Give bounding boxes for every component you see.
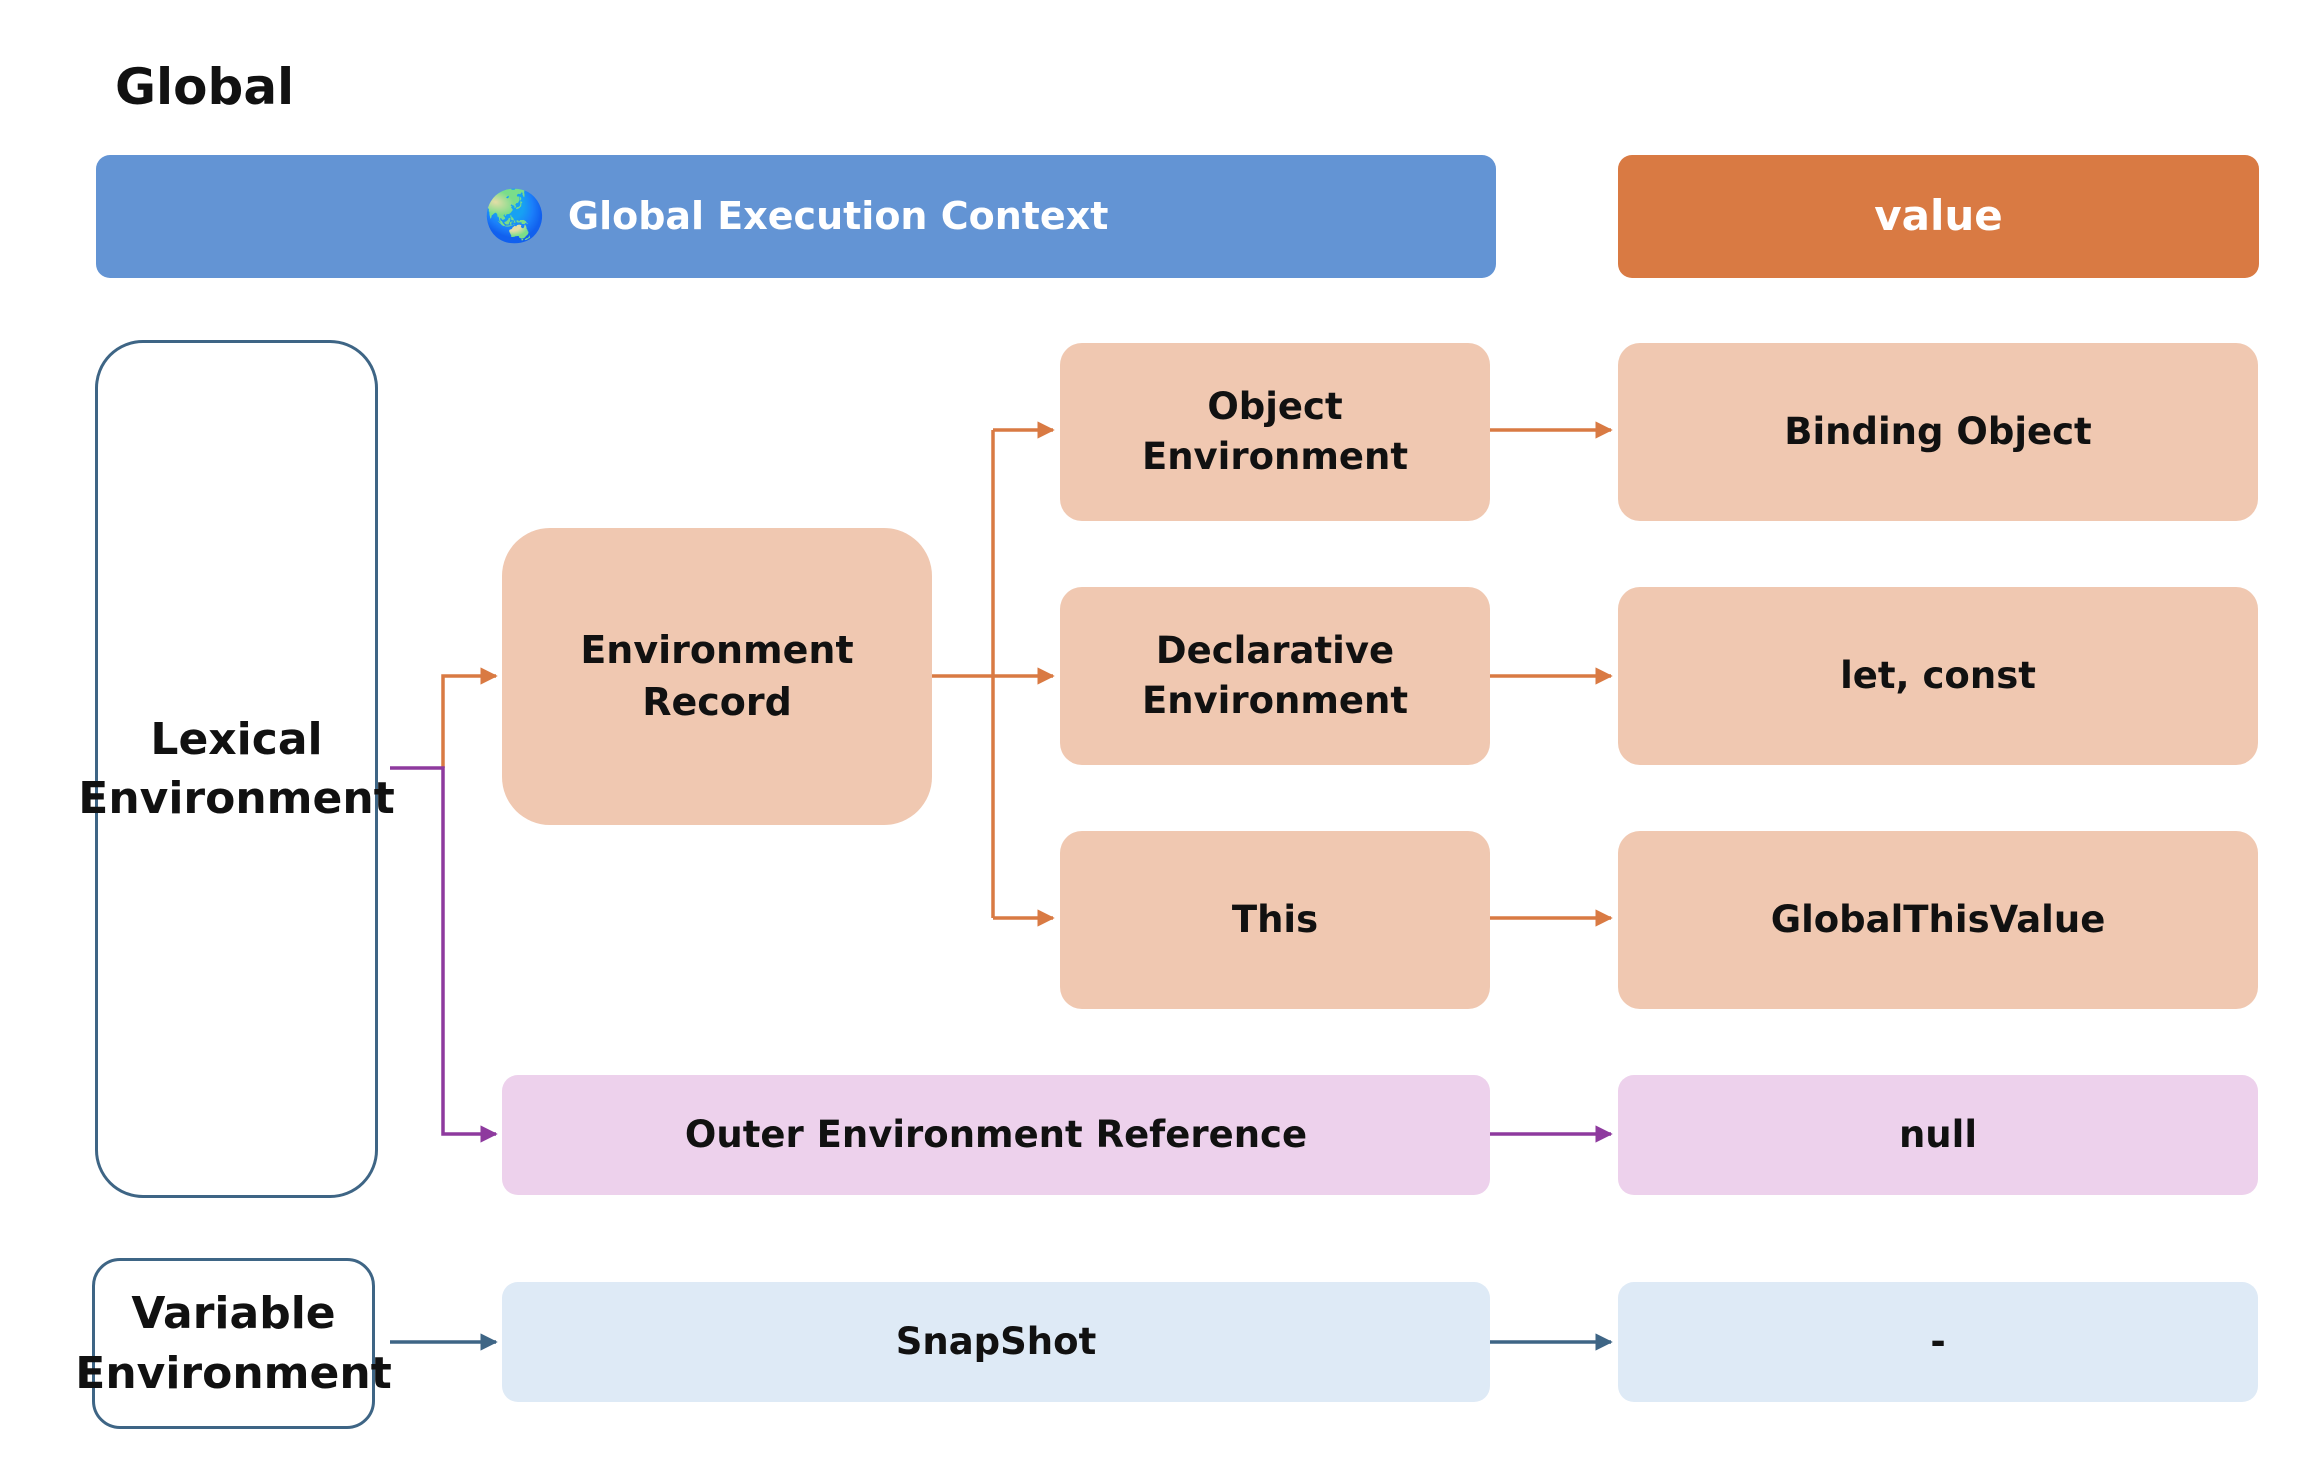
declarative-environment-box: Declarative Environment — [1060, 587, 1490, 765]
null-value-box: null — [1618, 1075, 2258, 1195]
outer-environment-reference-label: Outer Environment Reference — [684, 1113, 1308, 1157]
global-this-value-box: GlobalThisValue — [1618, 831, 2258, 1009]
declarative-environment-label-line1: Declarative — [1155, 629, 1395, 673]
global-this-value-label: GlobalThisValue — [1770, 898, 2106, 942]
variable-environment-label-line2: Environment — [75, 1347, 392, 1399]
this-box: This — [1060, 831, 1490, 1009]
variable-environment-box: Variable Environment — [75, 1258, 392, 1429]
let-const-label: let, const — [1840, 654, 2036, 698]
lexical-environment-label-line1: Lexical — [150, 713, 323, 765]
page-title: Global — [115, 58, 295, 116]
variable-environment-label-line1: Variable — [131, 1288, 336, 1340]
snapshot-label: SnapShot — [895, 1320, 1097, 1364]
global-execution-context-label: Global Execution Context — [567, 193, 1109, 238]
snapshot-box: SnapShot — [502, 1282, 1490, 1402]
value-header: value — [1618, 155, 2259, 278]
binding-object-label: Binding Object — [1784, 410, 2092, 454]
environment-record-box: Environment Record — [502, 528, 932, 825]
value-header-label: value — [1874, 191, 2003, 241]
dash-value-box: - — [1618, 1282, 2258, 1402]
outer-environment-reference-box: Outer Environment Reference — [502, 1075, 1490, 1195]
this-label: This — [1231, 898, 1319, 942]
declarative-environment-label-line2: Environment — [1141, 679, 1409, 722]
object-environment-label-line1: Object — [1207, 385, 1343, 429]
arrow-lexical-to-env-record — [441, 676, 496, 768]
object-environment-label-line2: Environment — [1141, 435, 1409, 478]
binding-object-box: Binding Object — [1618, 343, 2258, 521]
lexical-environment-label-line2: Environment — [78, 773, 395, 824]
global-execution-context-header: 🌏 Global Execution Context — [96, 155, 1496, 278]
object-environment-box: Object Environment — [1060, 343, 1490, 521]
let-const-box: let, const — [1618, 587, 2258, 765]
dash-value-label: - — [1930, 1320, 1946, 1364]
lexical-environment-box: Lexical Environment — [78, 340, 395, 1198]
environment-record-label-line1: Environment — [580, 628, 854, 673]
arrow-lexical-to-outer-ref — [390, 766, 498, 1143]
null-value-label: null — [1898, 1113, 1978, 1157]
globe-icon: 🌏 — [483, 186, 546, 245]
environment-record-label-line2: Record — [642, 679, 792, 724]
